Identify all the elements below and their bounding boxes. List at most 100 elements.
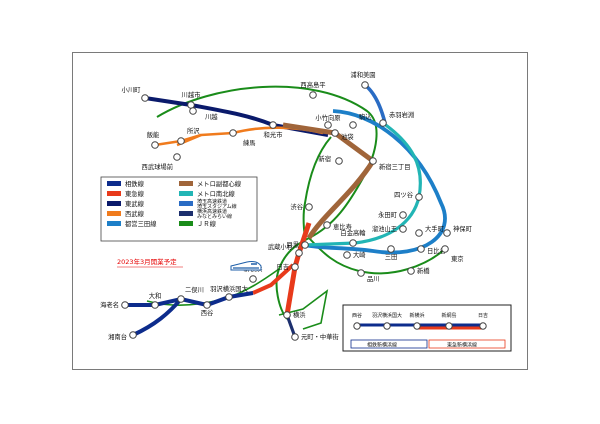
station-label-shinagawa: 品川 — [367, 275, 380, 283]
station-label-motomachichukagai: 元町・中華街 — [301, 332, 339, 341]
tokyu-shinyokohama-line — [252, 263, 295, 295]
inset-station — [413, 322, 421, 330]
station-label-seibukyujomae: 西武球場前 — [142, 162, 173, 171]
station-label-komagome: 駒込 — [359, 112, 372, 121]
station-label-shimbashi: 新橋 — [417, 266, 430, 275]
station-label-nerima: 練馬 — [243, 138, 256, 147]
station-ikebukuro — [331, 129, 339, 137]
route-map: 相鉄線東急線東武線西武線都営三田線メトロ副都心線メトロ南北線埼玉高速鉄道埼玉スタ… — [100, 70, 512, 352]
station-yotsuya — [415, 193, 423, 201]
legend-swatch-jr — [179, 221, 193, 226]
station-label-shirokanetakanawa: 白金高輪 — [340, 228, 366, 237]
station-label-hibiya: 日比谷 — [427, 246, 447, 255]
station-label-shinjuku: 新宿 — [318, 154, 331, 163]
station-hiyoshi — [291, 263, 299, 271]
station-label-urawamisono: 浦和美園 — [350, 70, 375, 79]
station-komagome — [349, 121, 357, 129]
inset-station — [353, 322, 361, 330]
opening-notice: 2023年3月開業予定 — [117, 257, 177, 266]
inset-label-sotetsu: 相鉄新横浜線 — [367, 342, 397, 349]
station-shimbashi — [407, 267, 415, 275]
legend-swatch-sotetsu — [107, 181, 121, 186]
legend-label-seibu: 西武線 — [125, 209, 145, 218]
station-label-shinjukusanchome: 新宿三丁目 — [379, 162, 410, 171]
legend-label-sotetsu: 相鉄線 — [125, 179, 145, 188]
inset-station-label: 西谷 — [352, 312, 362, 319]
station-kawagoe — [189, 107, 197, 115]
station-nishiya — [203, 301, 211, 309]
station-shinagawa — [357, 269, 365, 277]
station-label-nishitakashimadaira: 西高島平 — [300, 80, 325, 89]
station-akabaneiwabuchi — [379, 119, 387, 127]
inset-station-label: 日吉 — [478, 312, 488, 319]
stations: 小川町川越市川越和光市飯能所沢西武球場前練馬小竹向原池袋西高島平駒込赤羽岩淵浦和… — [100, 70, 472, 341]
legend-label-saitama_railway: 埼玉スタジアム線 — [197, 203, 237, 210]
station-label-tokorozawa: 所沢 — [187, 126, 200, 135]
station-mita — [387, 245, 395, 253]
station-label-musashikosugi: 武蔵小杉 — [268, 242, 293, 251]
station-tameikesanno — [399, 225, 407, 233]
inset-label-tokyu: 東急新横浜線 — [447, 342, 477, 349]
station-label-yamato: 大和 — [149, 291, 162, 300]
station-yokohama — [283, 311, 291, 319]
station-kotakemukaihara — [324, 121, 332, 129]
station-label-shibuya: 渋谷 — [290, 202, 303, 211]
station-shonandai — [129, 331, 137, 339]
station-label-hanno: 飯能 — [147, 130, 160, 139]
station-label-wakoshi: 和光市 — [264, 130, 283, 139]
legend-swatch-tobu — [107, 201, 121, 206]
legend-label-minatomirai: みなとみらい線 — [197, 213, 232, 220]
legend-swatch-saitama_railway — [179, 201, 193, 206]
legend-swatch-tokyu — [107, 191, 121, 196]
station-yamato — [151, 301, 159, 309]
legend-swatch-seibu — [107, 211, 121, 216]
station-shirokanetakanawa — [349, 239, 357, 247]
inset-station — [383, 322, 391, 330]
sotetsu-branch — [132, 297, 183, 337]
station-label-akabaneiwabuchi: 赤羽岩淵 — [389, 110, 414, 119]
station-urawamisono — [361, 81, 369, 89]
station-label-hiyoshi: 日吉 — [276, 263, 289, 271]
station-shinjukusanchome — [369, 157, 377, 165]
legend-label-namboku: メトロ南北線 — [197, 189, 235, 198]
jr-line-inner — [302, 136, 332, 239]
legend-swatch-namboku — [179, 191, 193, 196]
station-label-nagatacho: 永田町 — [378, 210, 398, 219]
station-ebina — [121, 301, 129, 309]
mita-line — [304, 109, 447, 255]
station-label-oosaki: 大崎 — [353, 250, 366, 259]
station-jimbocho — [443, 229, 451, 237]
station-hibiya — [417, 245, 425, 253]
station-label-kotakemukaihara: 小竹向原 — [315, 113, 340, 122]
station-label-ebina: 海老名 — [100, 300, 119, 309]
station-nerima — [229, 129, 237, 137]
shinkansen-icon — [230, 261, 262, 271]
station-nishitakashimadaira — [309, 91, 317, 99]
sotetsu-line — [125, 291, 254, 308]
station-hanno — [151, 141, 159, 149]
inset-station — [445, 322, 453, 330]
legend-label-jr: ＪＲ線 — [197, 219, 217, 228]
inset-station-label: 新綱島 — [441, 312, 456, 319]
tokyu-line — [284, 222, 312, 316]
station-nagatacho — [399, 211, 407, 219]
station-label-otemachi: 大手町 — [425, 224, 445, 233]
station-ebisu — [323, 221, 331, 229]
legend-label-minatomirai: 横浜高速鉄道 — [197, 208, 227, 215]
station-label-tameikesanno: 溜池山王 — [372, 224, 397, 233]
station-label-shonandai: 湘南台 — [108, 332, 127, 341]
inset-station — [479, 322, 487, 330]
inset-station-label: 新横浜 — [409, 312, 424, 319]
legend: 相鉄線東急線東武線西武線都営三田線メトロ副都心線メトロ南北線埼玉高速鉄道埼玉スタ… — [100, 176, 258, 242]
station-shinjuku — [335, 157, 343, 165]
station-label-futamatagawa: 二俣川 — [185, 285, 204, 294]
station-label-hazawayokohamakokudai: 羽沢横浜国大 — [210, 284, 248, 293]
legend-label-tobu: 東武線 — [125, 199, 145, 208]
station-hazawayokohamakokudai — [225, 293, 233, 301]
station-label-jimbocho: 神保町 — [453, 224, 473, 233]
station-tokyo — [441, 245, 449, 253]
legend-swatch-minatomirai — [179, 211, 193, 216]
station-motomachichukagai — [291, 333, 299, 341]
station-label-yokohama: 横浜 — [293, 310, 306, 319]
station-shinyokohama — [249, 275, 257, 283]
